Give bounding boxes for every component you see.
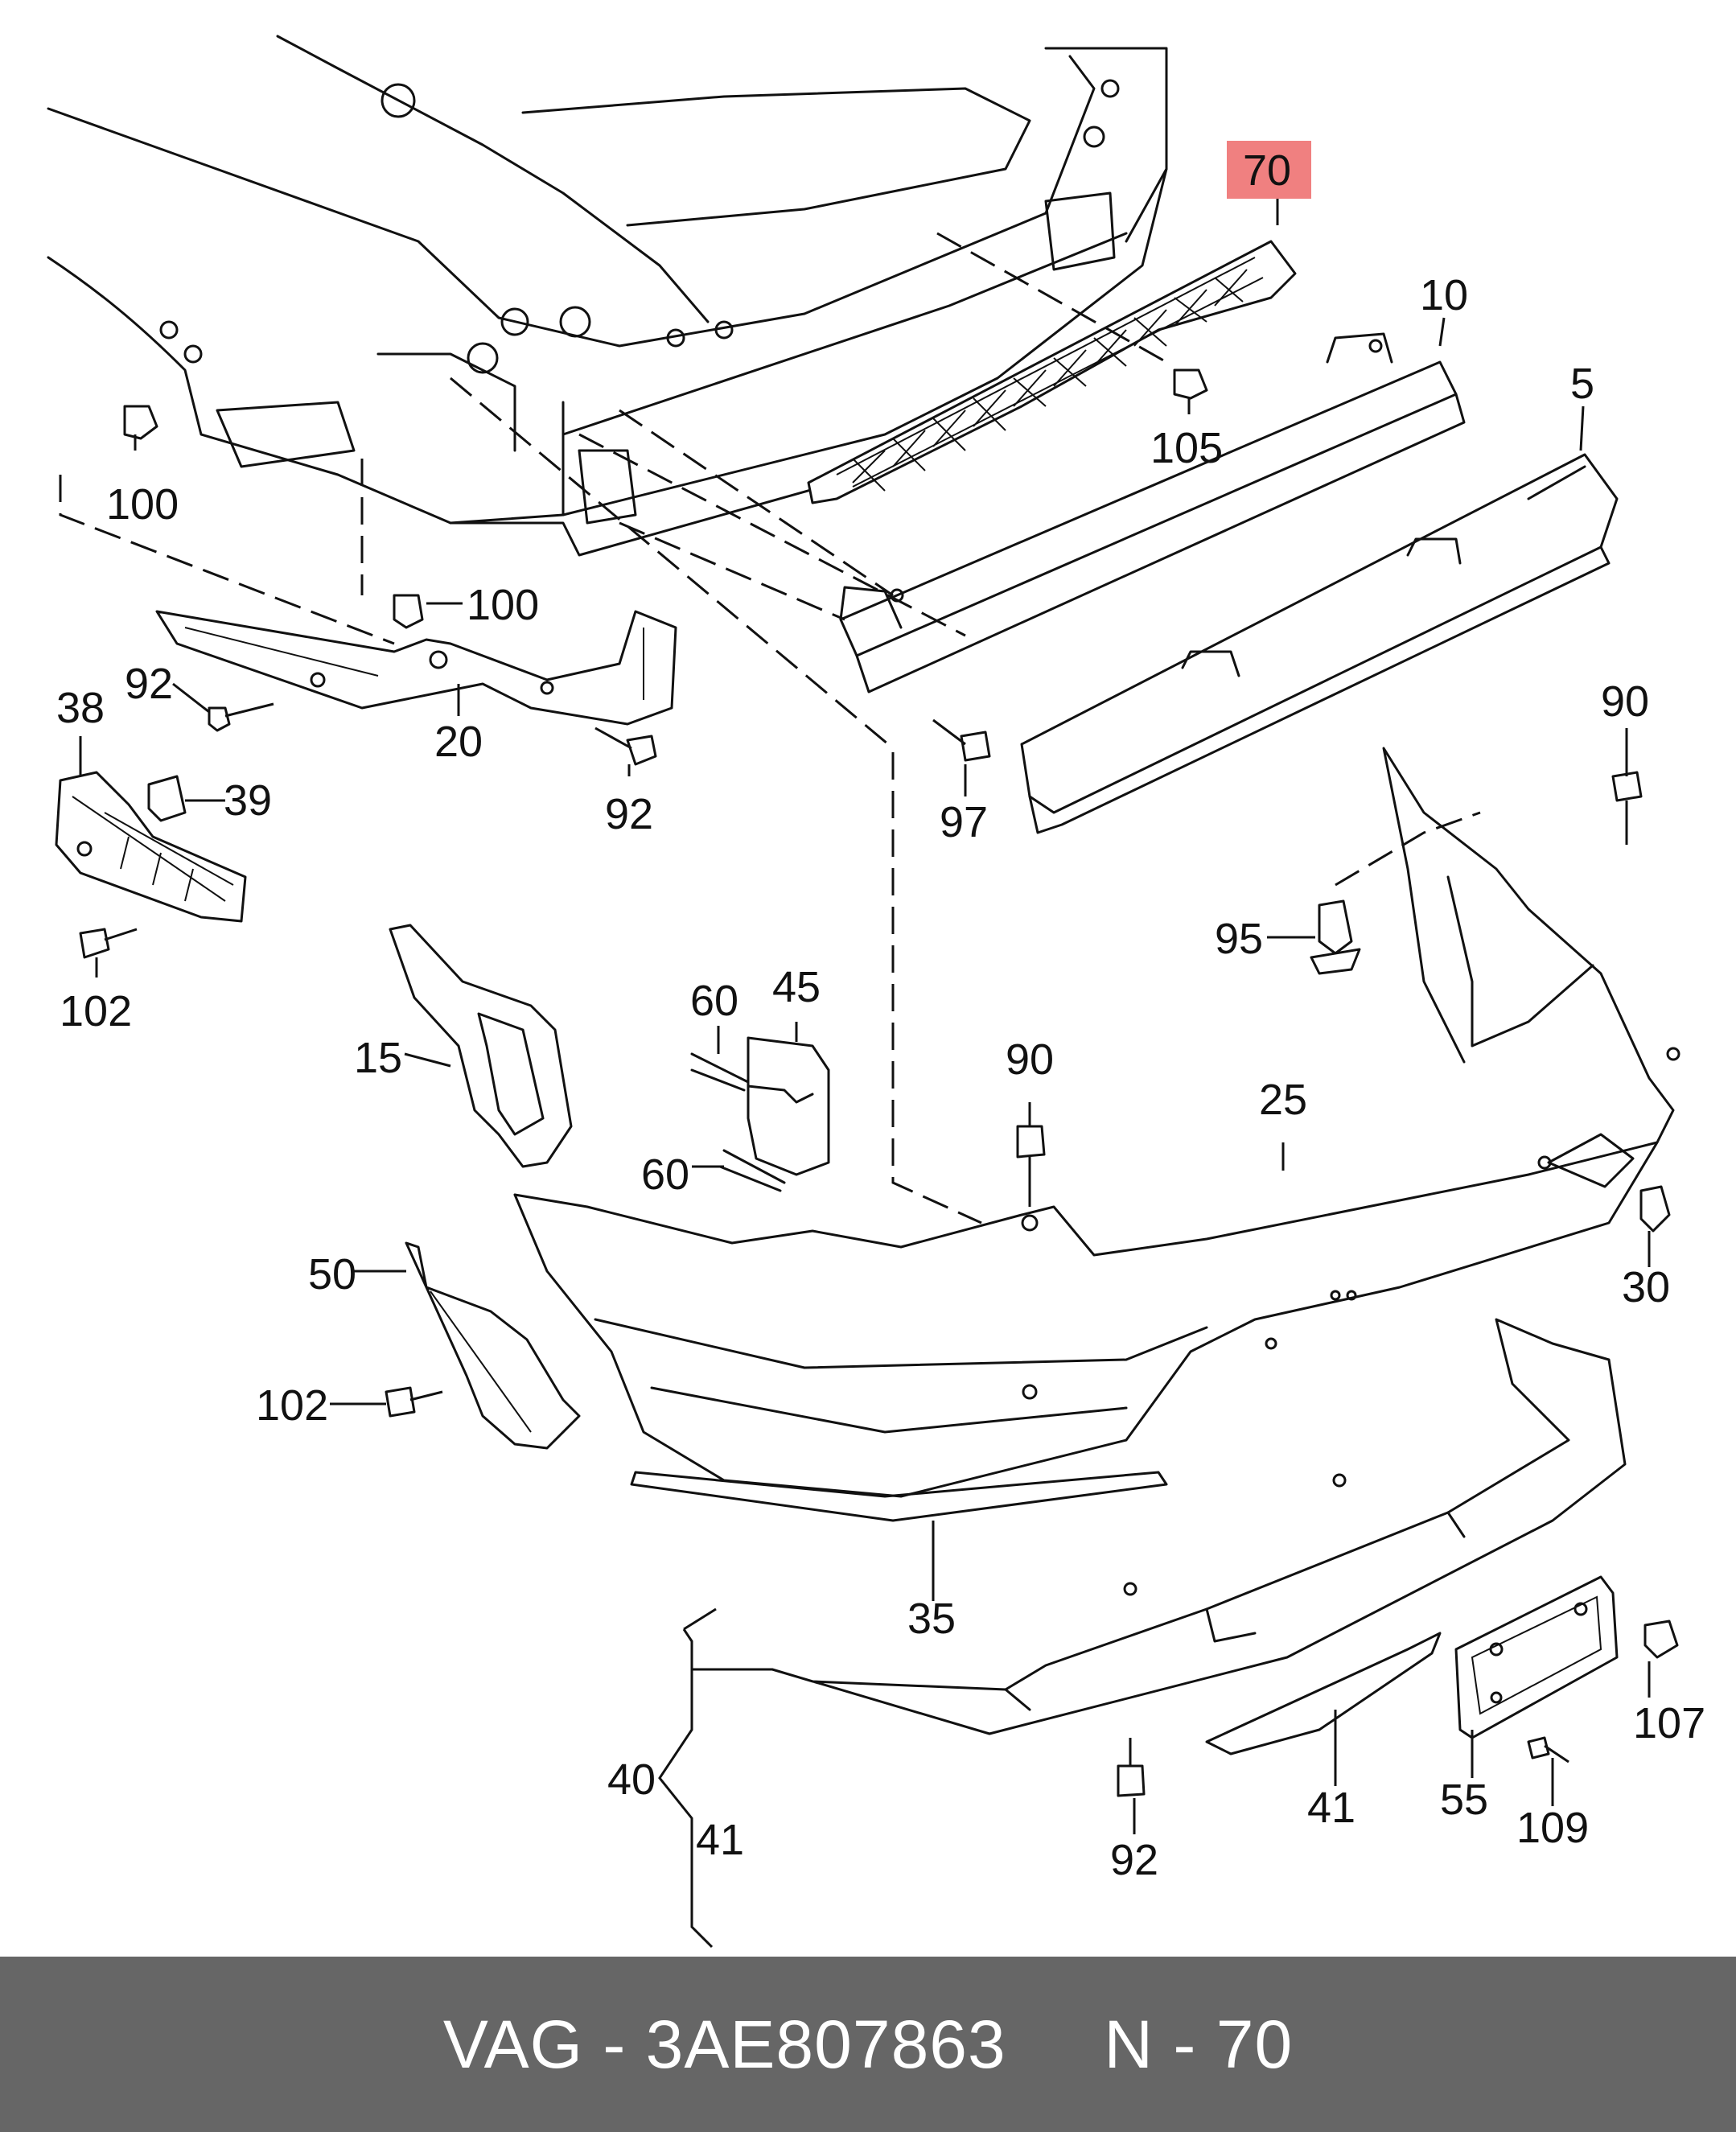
- part-45-damper[interactable]: [747, 1036, 830, 1176]
- label-92-left: 92: [125, 660, 173, 708]
- part-70-mesh-insert[interactable]: [807, 240, 1297, 504]
- label-92-bottom: 92: [1110, 1836, 1158, 1884]
- label-70: 70: [1243, 146, 1291, 195]
- footer-position-number: 70: [1216, 2006, 1294, 2082]
- leader-lines: [79, 197, 1651, 1949]
- label-100-lower: 100: [467, 581, 539, 629]
- bolt-90-center: [1016, 1125, 1046, 1207]
- bolt-92-bottom: [1117, 1738, 1146, 1797]
- label-5: 5: [1570, 360, 1594, 408]
- bolt-97: [932, 718, 991, 762]
- car-body-rear: [47, 35, 1168, 557]
- clip-95: [1310, 899, 1361, 975]
- label-97: 97: [940, 798, 988, 846]
- part-25-bumper-cover[interactable]: [513, 747, 1680, 1498]
- label-38: 38: [56, 684, 105, 732]
- rivet-109: [1527, 1736, 1569, 1764]
- label-41-left: 41: [696, 1816, 744, 1864]
- label-39: 39: [224, 776, 272, 825]
- footer-part-number: 3AE807863: [645, 2006, 1006, 2082]
- label-30: 30: [1622, 1263, 1670, 1311]
- footer-brand: VAG: [442, 2006, 583, 2082]
- bolt-92-mid: [594, 726, 657, 766]
- part-39-clip[interactable]: [147, 775, 187, 822]
- label-45: 45: [772, 963, 821, 1011]
- part-15-side-guide[interactable]: [389, 924, 573, 1168]
- label-60-lower: 60: [641, 1150, 689, 1199]
- bolt-90-right: [1611, 771, 1643, 845]
- dashed-guides: [59, 232, 1481, 1224]
- part-30-tow-cap[interactable]: [1639, 1185, 1671, 1233]
- bolt-92-left: [208, 702, 274, 732]
- label-105: 105: [1150, 424, 1223, 472]
- label-109: 109: [1516, 1804, 1589, 1852]
- label-25: 25: [1259, 1076, 1307, 1124]
- part-38-bracket[interactable]: [55, 771, 247, 923]
- footer-text: VAG - 3AE807863 N - 70: [442, 2006, 1294, 2082]
- label-10: 10: [1420, 271, 1468, 319]
- label-35: 35: [907, 1595, 956, 1643]
- screw-102-lower: [385, 1386, 443, 1418]
- label-90-center: 90: [1006, 1035, 1054, 1084]
- part-41-side-trim[interactable]: [1205, 1632, 1442, 1755]
- nut-105: [1173, 368, 1208, 400]
- label-90-right: 90: [1601, 677, 1649, 726]
- label-102-upper: 102: [60, 987, 132, 1035]
- part-55-plate-holder[interactable]: [1454, 1575, 1619, 1739]
- label-55: 55: [1440, 1776, 1488, 1824]
- part-50-arch-liner[interactable]: [405, 1241, 581, 1450]
- label-20: 20: [434, 718, 483, 766]
- nut-100-lower: [393, 594, 424, 629]
- part-41-diffuser[interactable]: [771, 1318, 1627, 1735]
- label-15: 15: [354, 1034, 402, 1082]
- highlight-box-70: [1227, 141, 1311, 199]
- part-5-absorber[interactable]: [1020, 453, 1619, 834]
- part-20-bracket[interactable]: [155, 610, 677, 726]
- label-92-mid: 92: [605, 790, 653, 838]
- screw-107: [1643, 1620, 1679, 1659]
- fasteners: [79, 368, 1679, 1797]
- label-60-upper: 60: [690, 977, 738, 1025]
- label-107: 107: [1633, 1699, 1705, 1747]
- label-50: 50: [308, 1250, 356, 1299]
- label-102-lower: 102: [256, 1381, 328, 1430]
- label-100-upper: 100: [106, 480, 179, 529]
- label-40: 40: [607, 1755, 656, 1804]
- label-95: 95: [1215, 915, 1263, 963]
- part-number-footer: VAG - 3AE807863 N - 70: [0, 1957, 1736, 2132]
- screw-102-upper: [79, 928, 138, 959]
- part-35-trim-strip[interactable]: [630, 1471, 1168, 1522]
- parts-diagram: 70 10 5 105 100 100 92 20 38 39 92 97 90…: [47, 35, 1705, 1949]
- label-41-right: 41: [1307, 1784, 1355, 1832]
- part-labels: 70 10 5 105 100 100 92 20 38 39 92 97 90…: [56, 146, 1705, 1884]
- part-10-carrier[interactable]: [839, 332, 1466, 694]
- part-60-strips[interactable]: [690, 1052, 786, 1192]
- nut-100-upper: [123, 405, 158, 440]
